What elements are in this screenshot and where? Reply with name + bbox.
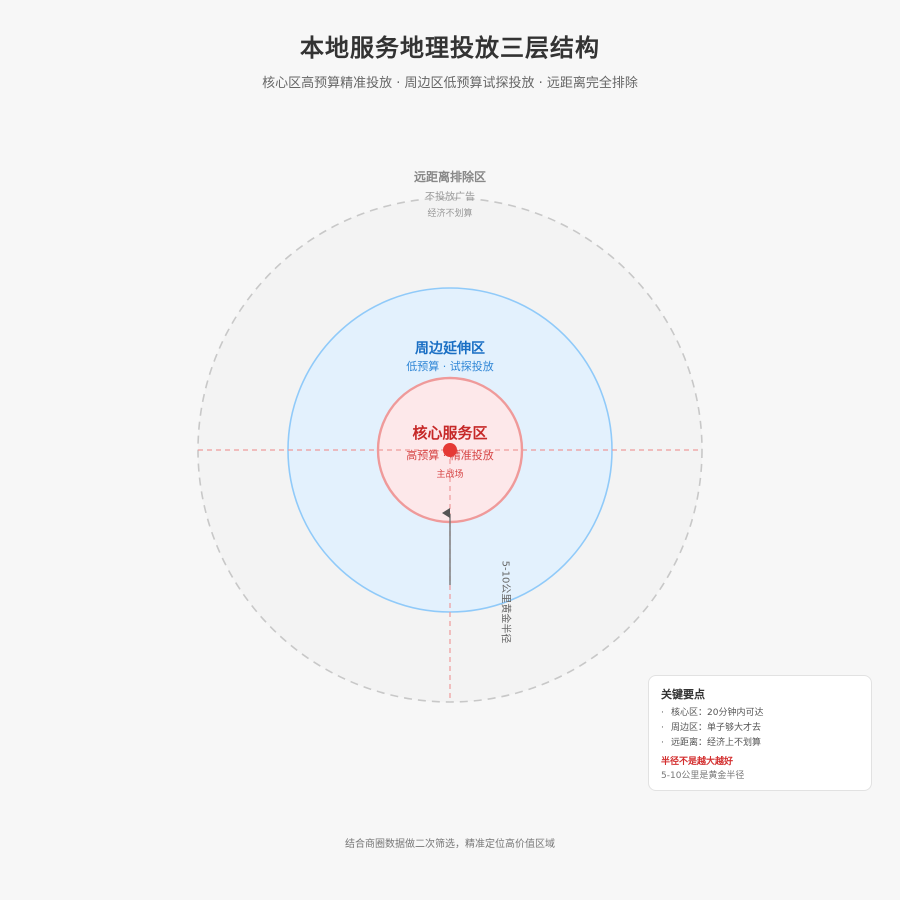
key-points-box: 关键要点 ·核心区：20分钟内可达 ·周边区：单子够大才去 ·远距离：经济上不划… xyxy=(648,675,872,791)
center-dot-icon xyxy=(443,443,457,457)
bullet-icon: · xyxy=(661,708,664,718)
bullet-icon: · xyxy=(661,723,664,733)
page-subtitle: 核心区高预算精准投放 · 周边区低预算试探投放 · 远距离完全排除 xyxy=(262,76,638,91)
core-zone-line2: 主战场 xyxy=(436,470,464,480)
key-point-item: ·核心区：20分钟内可达 xyxy=(661,706,859,721)
key-points-note: 5-10公里是黄金半径 xyxy=(661,771,745,781)
footer-note: 结合商圈数据做二次筛选，精准定位高价值区域 xyxy=(345,839,555,850)
page-title: 本地服务地理投放三层结构 xyxy=(300,34,600,62)
bullet-icon: · xyxy=(661,738,664,748)
key-points-title: 关键要点 xyxy=(661,688,705,701)
key-point-item: ·远距离：经济上不划算 xyxy=(661,736,859,751)
radius-label: 5-10公里黄金半径 xyxy=(499,560,511,644)
key-point-item: ·周边区：单子够大才去 xyxy=(661,721,859,736)
radius-arrowhead-icon xyxy=(442,508,450,518)
outer-zone-line2: 经济不划算 xyxy=(427,209,473,219)
key-points-warning: 半径不是越大越好 xyxy=(661,757,734,767)
middle-zone-line1: 低预算 · 试探投放 xyxy=(406,360,494,373)
middle-zone-title: 周边延伸区 xyxy=(415,341,485,357)
outer-zone-line1: 不投放广告 xyxy=(425,192,475,203)
outer-zone-title: 远距离排除区 xyxy=(413,170,487,184)
core-zone-title: 核心服务区 xyxy=(412,424,488,442)
